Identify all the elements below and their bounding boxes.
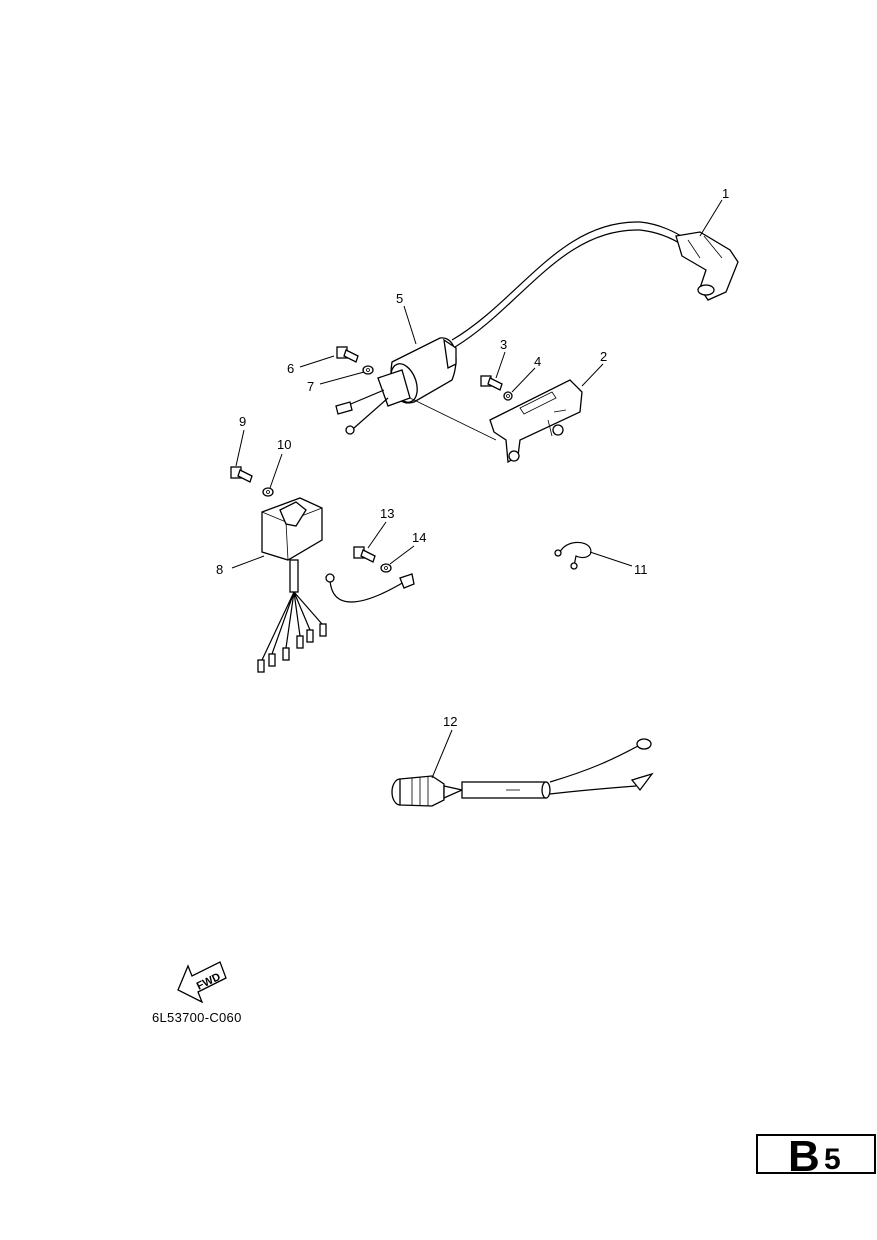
bolt-part-13 [353,546,376,563]
callout-10: 10 [277,437,291,452]
stop-switch-part-12 [391,738,654,807]
drawing-code: 6L53700-C060 [152,1010,242,1025]
callout-3: 3 [500,337,507,352]
fwd-arrow-icon: FWD [177,961,227,1004]
leader-lines [231,199,723,779]
callout-5: 5 [396,291,403,306]
callout-14: 14 [412,530,426,545]
callout-12: 12 [443,714,457,729]
cdi-unit-part-8 [257,497,415,673]
spark-plug-cap-part-1 [451,221,739,348]
callout-8: 8 [216,562,223,577]
clip-part-11 [554,541,592,570]
bolt-part-3 [480,375,503,391]
ignition-coil-part-5 [335,337,497,441]
callout-13: 13 [380,506,394,521]
page-badge: B 5 [756,1132,876,1181]
washer-part-7 [362,365,374,375]
bracket-part-2 [489,379,583,464]
callout-7: 7 [307,379,314,394]
washer-part-10 [262,487,274,497]
callout-11: 11 [634,562,648,577]
bolt-part-6 [336,346,359,363]
callout-numbers: 1 2 3 4 5 6 7 8 9 10 11 12 13 14 [216,186,729,729]
callout-4: 4 [534,354,541,369]
page-number: 5 [824,1143,841,1176]
washer-part-4 [503,391,513,401]
page-letter: B [788,1132,820,1181]
callout-6: 6 [287,361,294,376]
washer-part-14 [380,563,392,573]
callout-2: 2 [600,349,607,364]
callout-9: 9 [239,414,246,429]
bolt-part-9 [230,466,253,483]
callout-1: 1 [722,186,729,201]
